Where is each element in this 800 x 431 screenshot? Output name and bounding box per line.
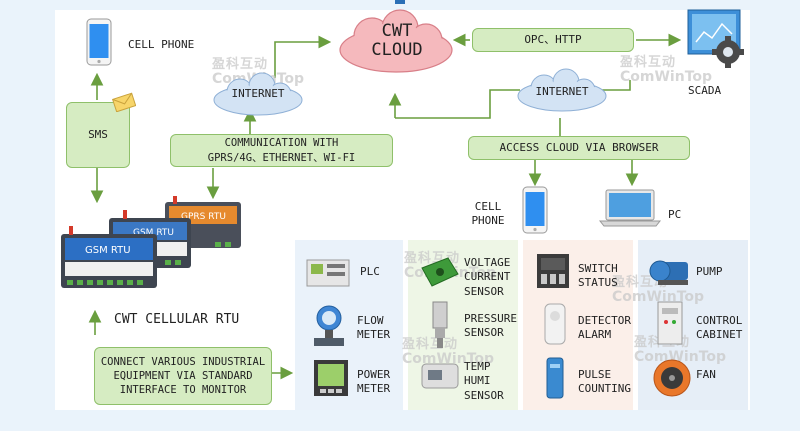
pressure-sensor-icon bbox=[432, 301, 448, 348]
fan-label: FAN bbox=[696, 368, 716, 381]
cell-phone-top-icon bbox=[86, 18, 112, 66]
arrow-internet-to-cloud bbox=[274, 35, 332, 78]
sms-box: SMS bbox=[66, 102, 130, 168]
internet-left-label: INTERNET bbox=[231, 87, 285, 100]
communication-box: COMMUNICATION WITH GPRS/4G、ETHERNET、WI-F… bbox=[170, 134, 393, 167]
cloud-main-label: CWT CLOUD bbox=[342, 22, 452, 60]
line-to-right-internet bbox=[395, 89, 520, 119]
scada-icon bbox=[687, 9, 744, 68]
access-cloud-label: ACCESS CLOUD VIA BROWSER bbox=[499, 140, 659, 154]
cell-phone-right-label: CELL PHONE bbox=[471, 200, 505, 228]
connect-line1: CONNECT VARIOUS INDUSTRIAL bbox=[100, 355, 266, 368]
temp-humi-sensor-icon bbox=[421, 363, 459, 389]
pc-label: PC bbox=[668, 208, 682, 221]
internet-cloud-right-icon bbox=[517, 68, 607, 112]
fan-icon bbox=[653, 359, 691, 397]
plc-icon bbox=[306, 259, 350, 287]
line-internet-scada bbox=[598, 80, 631, 91]
pulse-counting-icon bbox=[546, 357, 564, 399]
opc-http-label: OPC、HTTP bbox=[524, 32, 582, 46]
pump-icon bbox=[649, 260, 688, 285]
opc-http-box: OPC、HTTP bbox=[472, 28, 634, 52]
flow-meter-icon bbox=[314, 305, 344, 346]
connect-box: CONNECT VARIOUS INDUSTRIAL EQUIPMENT VIA… bbox=[94, 347, 272, 405]
cell-phone-top-label: CELL PHONE bbox=[128, 38, 195, 51]
communication-line2: GPRS/4G、ETHERNET、WI-FI bbox=[207, 151, 356, 164]
rtu-device-label-1: GSM RTU bbox=[85, 245, 131, 256]
detector-alarm-icon bbox=[544, 303, 566, 345]
rtu-device-label-2: GSM RTU bbox=[133, 228, 174, 238]
switch-status-icon bbox=[537, 254, 569, 288]
internet-cloud-left-icon bbox=[213, 72, 303, 116]
rtu-label: CWT CELLULAR RTU bbox=[114, 312, 240, 327]
rtu-devices-image: GPRS RTU GSM RTU GSM RTU bbox=[61, 196, 241, 288]
communication-line1: COMMUNICATION WITH bbox=[224, 137, 339, 150]
plc-label: PLC bbox=[360, 265, 380, 278]
envelope-icon bbox=[112, 92, 136, 112]
voltage-current-sensor-icon bbox=[421, 257, 459, 287]
sms-label: SMS bbox=[88, 127, 108, 141]
cell-phone-right-icon bbox=[522, 186, 548, 234]
scada-label: SCADA bbox=[688, 84, 722, 97]
internet-right-label: INTERNET bbox=[535, 85, 589, 98]
access-cloud-box: ACCESS CLOUD VIA BROWSER bbox=[468, 136, 690, 160]
pump-label: PUMP bbox=[696, 265, 723, 278]
connect-line2: EQUIPMENT VIA STANDARD bbox=[113, 369, 253, 382]
control-cabinet-icon bbox=[657, 301, 683, 345]
top-accent bbox=[395, 0, 405, 4]
cloud-icon bbox=[339, 9, 453, 73]
connect-line3: INTERFACE TO MONITOR bbox=[119, 384, 247, 397]
cloud-line2: CLOUD bbox=[371, 40, 423, 60]
laptop-icon bbox=[598, 189, 662, 227]
power-meter-icon bbox=[314, 360, 348, 396]
rtu-device-label-3: GPRS RTU bbox=[181, 212, 226, 222]
cloud-line1: CWT bbox=[381, 21, 413, 41]
